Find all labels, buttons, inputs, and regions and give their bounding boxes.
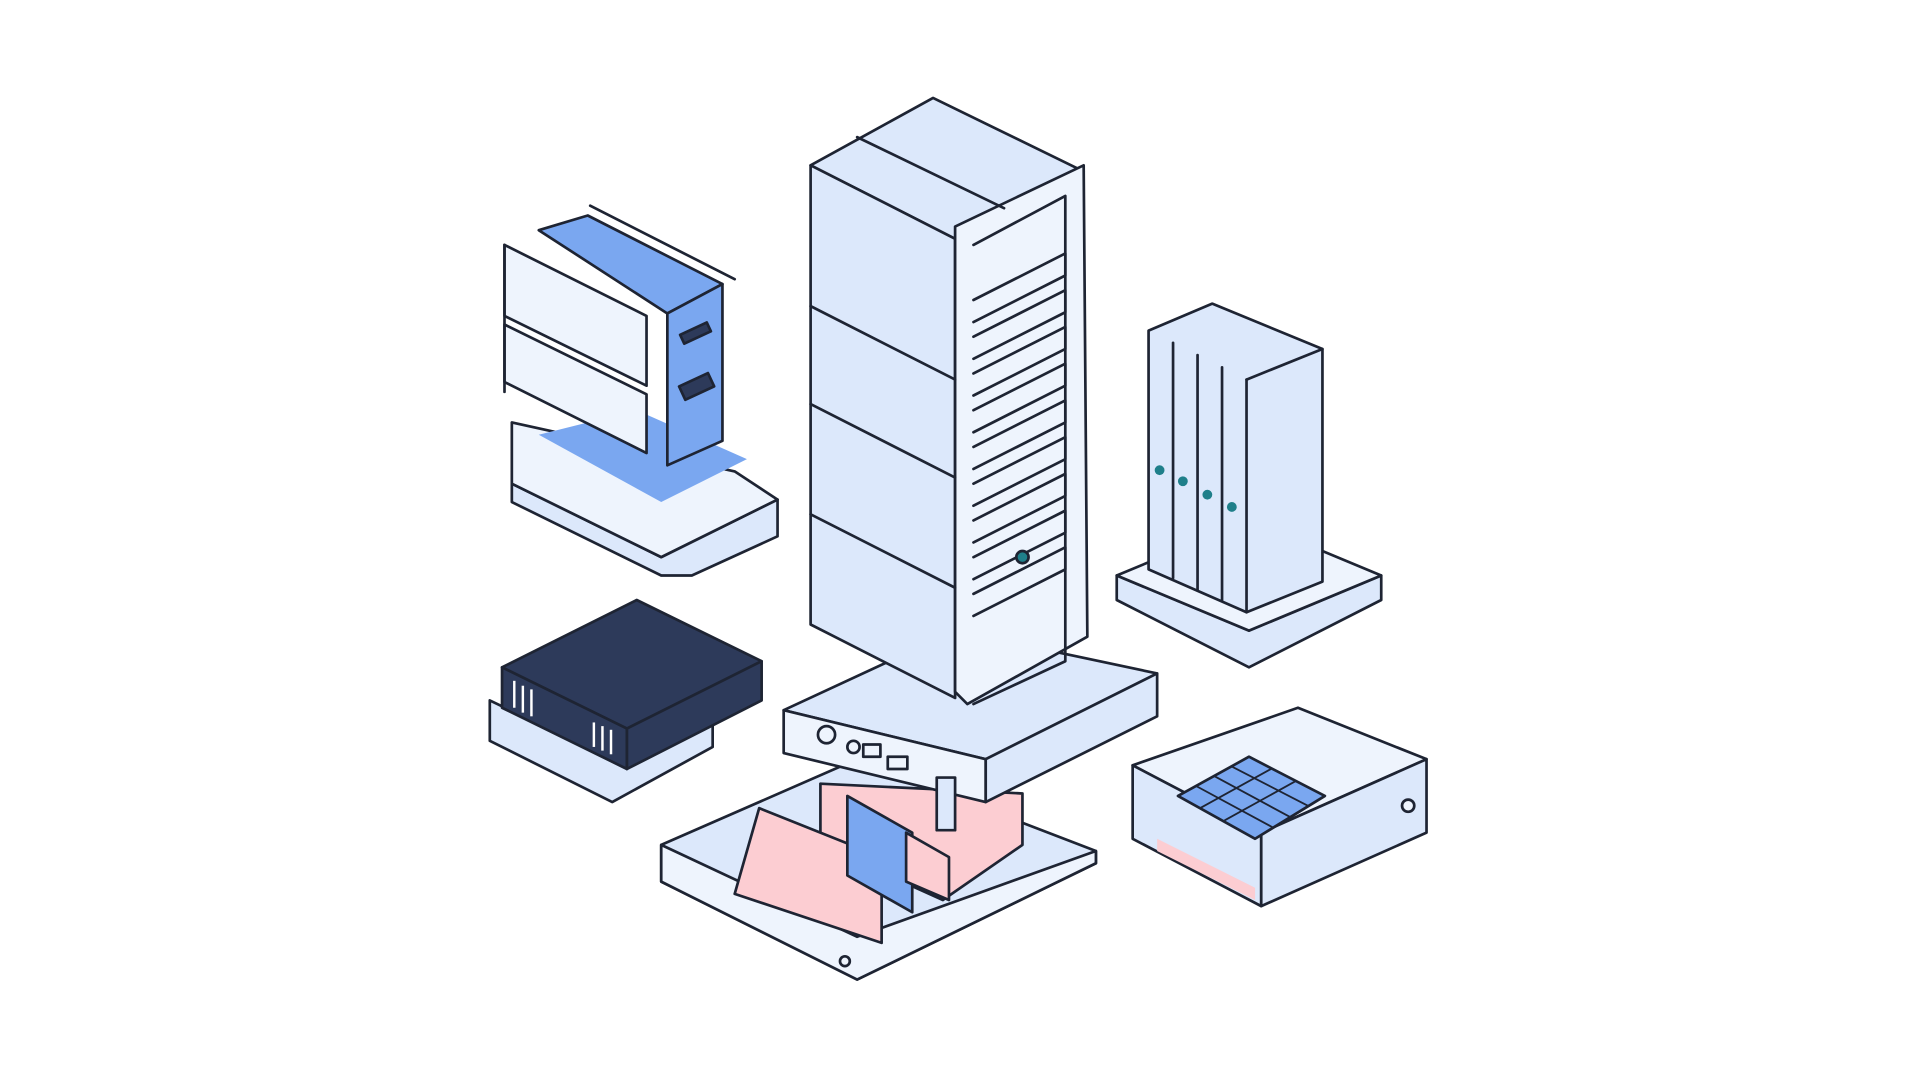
drive-bay <box>972 325 1067 397</box>
drive-bay <box>972 399 1067 471</box>
drive-bay <box>972 252 1067 324</box>
drive-bay <box>972 546 1067 618</box>
blade-server-icon <box>488 598 763 804</box>
drive-tray-icon <box>659 757 1098 981</box>
disk-enclosure-icon <box>1131 706 1428 908</box>
disk-enclosure-icon <box>1115 302 1383 669</box>
server-tower-icon <box>809 96 1089 706</box>
drive-bay <box>972 435 1067 508</box>
storage-rack-icon <box>503 204 779 577</box>
drive-bays <box>972 252 1067 618</box>
power-led <box>1014 549 1030 565</box>
drive-bay <box>972 472 1067 544</box>
drive-bay <box>972 362 1067 434</box>
drive-bay <box>972 288 1067 361</box>
